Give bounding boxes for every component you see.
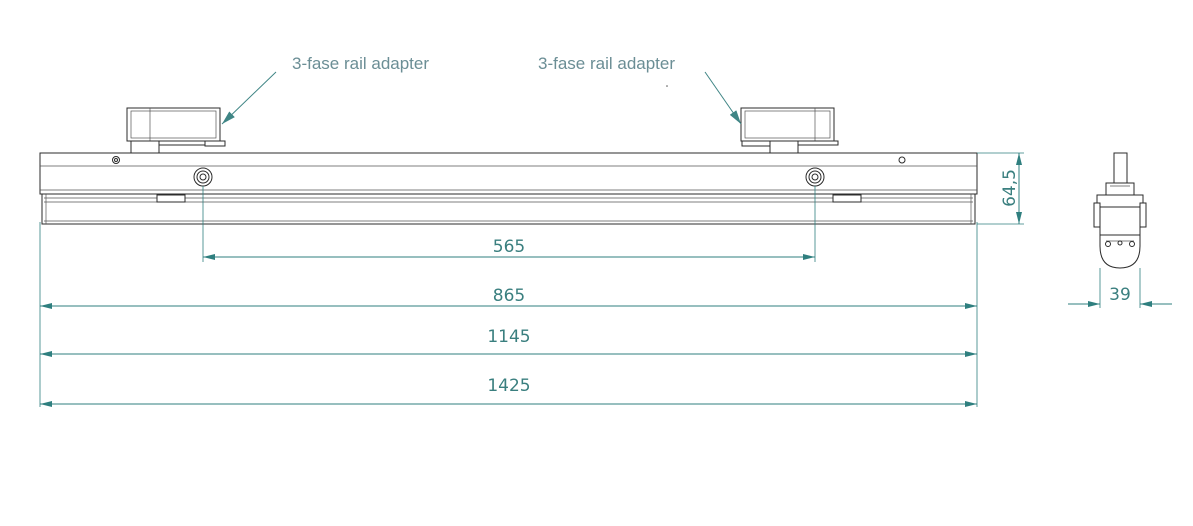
dimension-565-label: 565 [493,237,525,257]
callout-left-label: 3-fase rail adapter [292,54,429,73]
dimension-width-label: 39 [1109,285,1131,305]
screw-icon [112,156,120,164]
dimension-1145-label: 1145 [487,327,530,347]
rail-adapter-left [126,107,226,154]
dimension-height-label: 64,5 [1000,169,1020,207]
dimension-width: 39 [1068,268,1172,308]
dimension-865-label: 865 [493,286,525,306]
callout-right: 3-fase rail adapter [538,54,742,125]
luminaire-front-view [39,107,978,225]
dimension-1425: 1425 [40,376,977,407]
dimension-1145: 1145 [40,327,977,357]
dimension-height: 64,5 [977,152,1024,225]
dimension-565: 565 [203,237,815,260]
luminaire-housing [39,152,978,195]
dimension-865: 865 [40,286,977,309]
luminaire-side-view [1093,152,1147,269]
callout-right-label: 3-fase rail adapter [538,54,675,73]
luminaire-diffuser [41,193,976,225]
screw-icon [898,156,906,164]
callout-left: 3-fase rail adapter [221,54,429,125]
rail-adapter-right [740,107,839,154]
dimension-1425-label: 1425 [487,376,530,396]
